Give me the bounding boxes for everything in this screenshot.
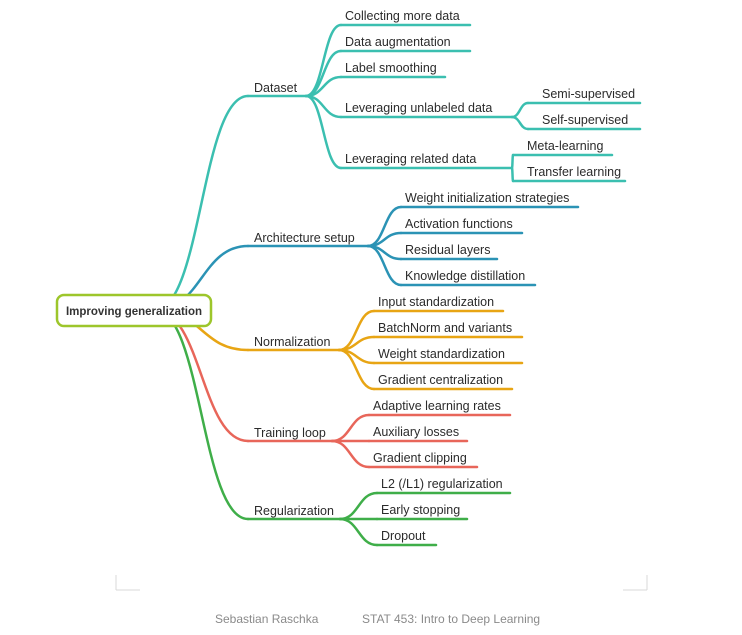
slide-frame-marks xyxy=(115,575,648,591)
child-label: Adaptive learning rates xyxy=(373,399,501,413)
child-label: Weight initialization strategies xyxy=(405,191,569,205)
root-label: Improving generalization xyxy=(66,306,202,318)
grandchild-label: Semi-supervised xyxy=(542,87,635,101)
child-connector xyxy=(330,413,371,443)
grandchild-connector xyxy=(510,166,515,183)
child-label: Gradient clipping xyxy=(373,451,467,465)
grandchild-label: Meta-learning xyxy=(527,139,603,153)
child-label: Auxiliary losses xyxy=(373,425,459,439)
child-label: Leveraging related data xyxy=(345,152,476,166)
child-label: Dropout xyxy=(381,529,426,543)
child-connector xyxy=(366,244,403,287)
child-label: Label smoothing xyxy=(345,61,437,75)
child-label: Gradient centralization xyxy=(378,373,503,387)
footer-course: STAT 453: Intro to Deep Learning xyxy=(362,612,541,626)
branch-label: Architecture setup xyxy=(254,231,355,245)
child-label: Weight standardization xyxy=(378,347,505,361)
grandchild-connector xyxy=(510,101,530,119)
grandchild-connector xyxy=(510,115,530,131)
child-label: Input standardization xyxy=(378,295,494,309)
child-connector xyxy=(337,348,376,391)
child-label: BatchNorm and variants xyxy=(378,321,512,335)
grandchild-label: Transfer learning xyxy=(527,165,621,179)
branch-label: Dataset xyxy=(254,81,298,95)
child-label: L2 (/L1) regularization xyxy=(381,477,503,491)
child-label: Activation functions xyxy=(405,217,513,231)
branch-label: Normalization xyxy=(254,335,330,349)
branch-label: Regularization xyxy=(254,504,334,518)
grandchild-label: Self-supervised xyxy=(542,113,628,127)
child-label: Knowledge distillation xyxy=(405,269,525,283)
grandchild-connector xyxy=(510,153,515,170)
branch-label: Training loop xyxy=(254,426,326,440)
child-label: Early stopping xyxy=(381,503,460,517)
footer-author: Sebastian Raschka xyxy=(215,612,319,626)
child-label: Residual layers xyxy=(405,243,490,257)
child-connector xyxy=(338,491,379,521)
child-connector xyxy=(338,517,379,547)
child-label: Leveraging unlabeled data xyxy=(345,101,492,115)
child-connector xyxy=(330,439,371,469)
child-label: Data augmentation xyxy=(345,35,451,49)
connector-lines xyxy=(153,23,642,547)
branch-connector xyxy=(153,308,250,521)
root-node: Improving generalization xyxy=(55,293,213,328)
child-label: Collecting more data xyxy=(345,9,460,23)
child-connector xyxy=(304,94,343,170)
